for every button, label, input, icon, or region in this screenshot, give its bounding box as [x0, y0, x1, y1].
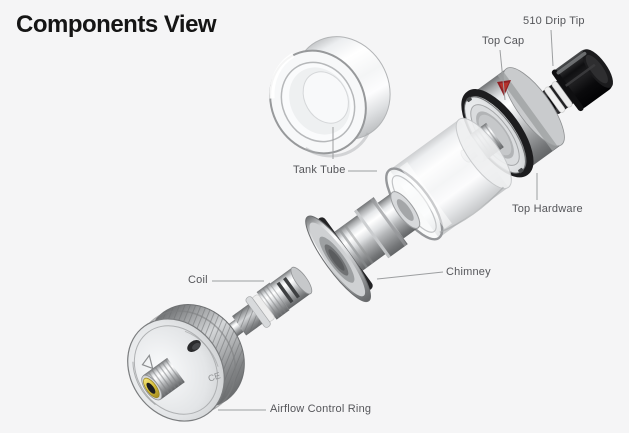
leader-line-chimney — [376, 271, 444, 280]
label-coil: Coil — [188, 274, 208, 286]
coil-part — [222, 266, 313, 341]
middle-glass-section — [385, 117, 512, 241]
airflow-hole — [187, 340, 201, 352]
chimney-part — [305, 191, 421, 303]
label-chimney: Chimney — [446, 266, 491, 278]
label-airflow-control-ring: Airflow Control Ring — [270, 403, 372, 415]
warning-triangle-icon — [141, 354, 154, 370]
base-ce-marking: CE — [207, 370, 222, 383]
label-510-drip-tip: 510 Drip Tip — [523, 15, 585, 27]
drip-tip-o-ring — [551, 81, 573, 108]
red-alignment-marker-highlight — [499, 82, 509, 92]
top-hardware-part — [460, 67, 565, 178]
label-top-hardware: Top Hardware — [512, 203, 583, 215]
label-tank-tube: Tank Tube — [293, 164, 346, 176]
drip-tip-o-ring — [544, 86, 566, 113]
label-top-cap: Top Cap — [482, 35, 525, 47]
airflow-control-ring-part: CE — [127, 304, 245, 422]
page-title: Components View — [16, 11, 217, 38]
leader-line-drip-tip — [550, 29, 554, 67]
tank-tube-part — [269, 36, 391, 158]
leader-line-top-cap — [499, 49, 506, 101]
